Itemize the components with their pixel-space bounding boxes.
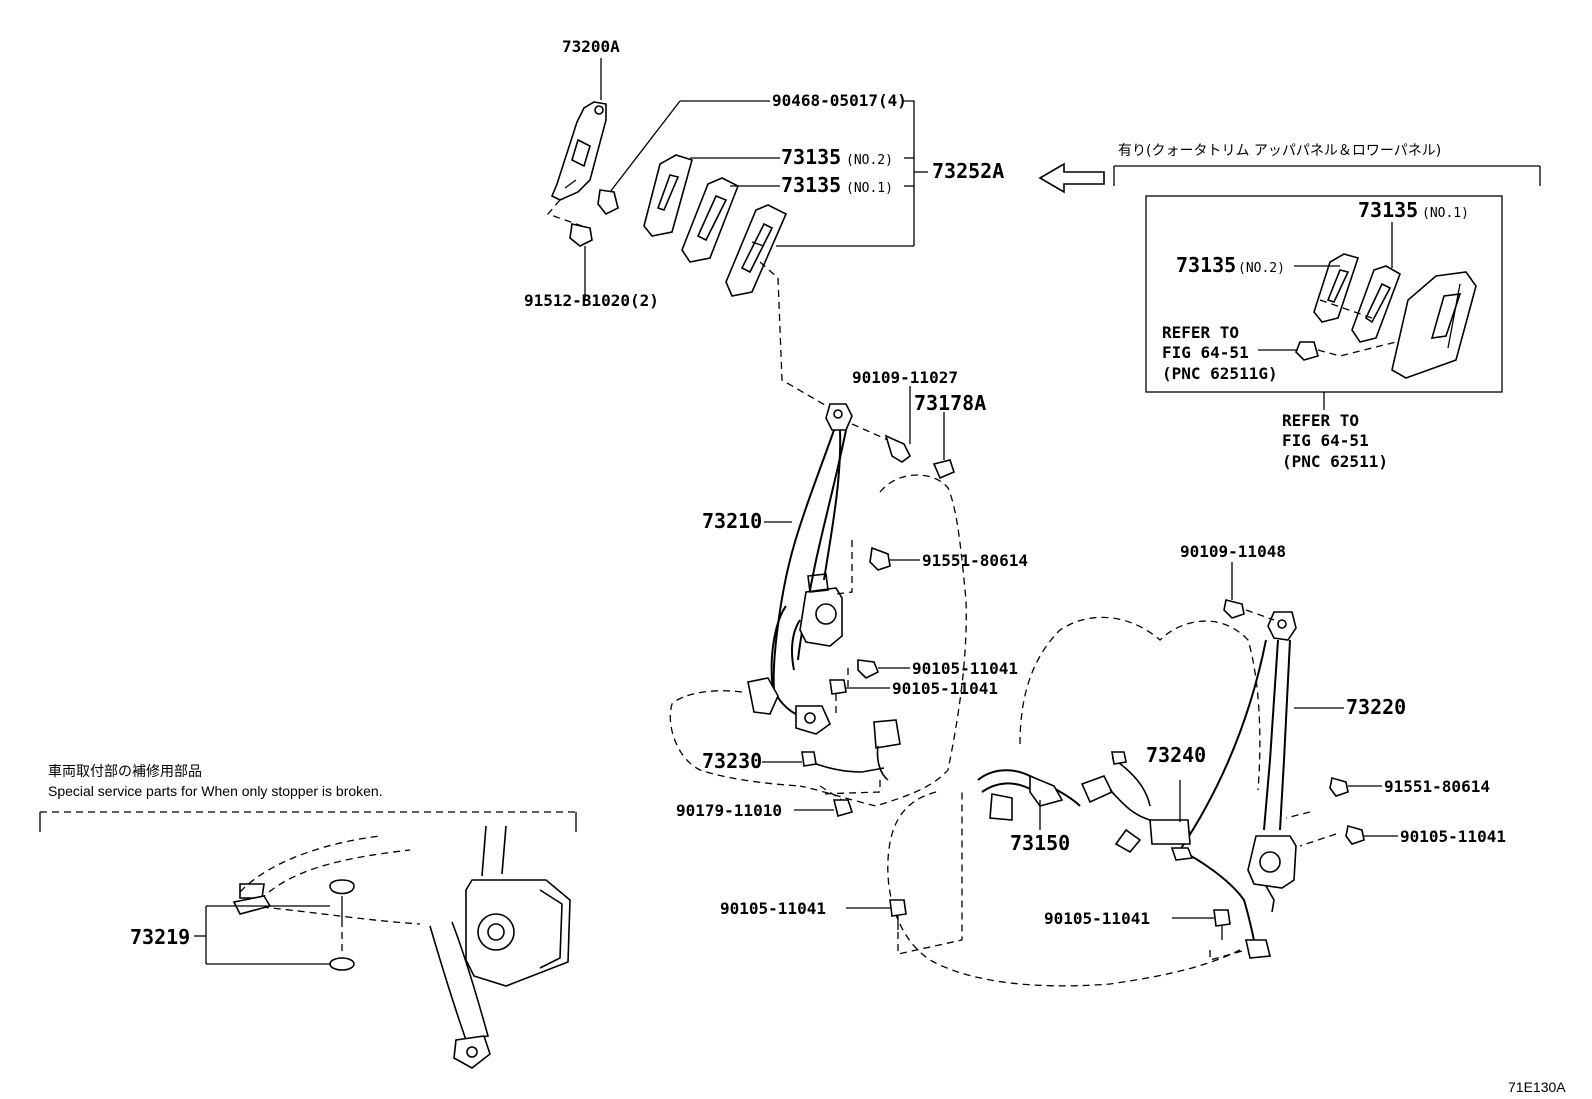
label-73220: 73220 <box>1346 695 1406 719</box>
refer-inner-line1: REFER TO <box>1162 323 1239 342</box>
stopper-73178a <box>932 412 955 480</box>
bolt-90109-11027 <box>884 386 912 463</box>
label-73219: 73219 <box>130 925 190 949</box>
inset-clip <box>1295 341 1319 361</box>
nut-90179-11010 <box>794 799 854 817</box>
service-note-jp: 車両取付部の補修用部品 <box>48 763 202 780</box>
buckle-73230 <box>762 719 901 781</box>
arrow-left-icon <box>1038 162 1105 194</box>
detail-stopper-assembly <box>232 825 571 1069</box>
bracket-73252a <box>904 100 915 246</box>
service-bracket <box>39 811 577 832</box>
label-90109-11027: 90109-11027 <box>852 368 958 387</box>
service-note-en: Special service parts for When only stop… <box>48 783 383 799</box>
refer-inner-line3: (PNC 62511G) <box>1162 364 1278 383</box>
label-90109-11048: 90109-11048 <box>1180 542 1286 561</box>
rear-seat-back-outline <box>1019 616 1261 791</box>
inset-note: 有り(クォータトリム アッパパネル＆ロワーパネル) <box>1118 143 1441 159</box>
bolt-90105-11041-d <box>1172 909 1231 940</box>
buckle-73240 <box>1080 751 1191 854</box>
suffix-no1-box: (NO.1) <box>1422 206 1469 221</box>
label-90179-11010: 90179-11010 <box>676 801 782 820</box>
label-73135-no1-top: 73135 <box>781 173 841 197</box>
bolt-90105-11041-a <box>857 659 910 679</box>
rear-seat-cushion-outline <box>887 791 1241 987</box>
seat-back-outline <box>799 474 967 807</box>
bolt-91551-80614-left <box>869 546 920 571</box>
label-90105-11041-c: 90105-11041 <box>720 899 826 918</box>
label-73230: 73230 <box>702 749 762 773</box>
pillar-cover-top <box>725 204 788 297</box>
label-90105-11041-b: 90105-11041 <box>892 679 998 698</box>
refer-outer-line3: (PNC 62511) <box>1282 452 1388 471</box>
bolt-91551-80614-right <box>1329 776 1382 797</box>
suffix-no2-box: (NO.2) <box>1238 261 1285 276</box>
bolt-90109-11048 <box>1223 562 1245 619</box>
anchor-plate-73200a <box>550 58 607 201</box>
label-90105-11041-d: 90105-11041 <box>1044 909 1150 928</box>
refer-outer-line1: REFER TO <box>1282 411 1359 430</box>
label-73135-no2-box: 73135 <box>1176 253 1236 277</box>
label-90468-05017: 90468-05017(4) <box>772 91 907 110</box>
figure-code: 71E130A <box>1508 1079 1566 1095</box>
label-73135-no2-top: 73135 <box>781 145 841 169</box>
bolt-90105-11041-c <box>846 899 907 930</box>
label-73200a: 73200A <box>562 37 620 56</box>
belt-73210 <box>747 403 853 735</box>
label-90105-11041-a: 90105-11041 <box>912 659 1018 678</box>
garnish-73135-no1-top <box>681 177 780 263</box>
garnish-73135-no2-top <box>643 154 780 237</box>
clip-90468-05017 <box>597 100 770 216</box>
label-73150: 73150 <box>1010 831 1070 855</box>
label-73135-no1-box: 73135 <box>1358 198 1418 222</box>
bolt-91512-b1020 <box>569 223 593 300</box>
refer-outer-line2: FIG 64-51 <box>1282 431 1369 450</box>
label-91551-80614-left: 91551-80614 <box>922 551 1028 570</box>
inset-garnish-no2 <box>1313 253 1360 323</box>
label-73252a: 73252A <box>932 159 1004 183</box>
bolt-90105-11041-b <box>829 679 890 695</box>
label-73210: 73210 <box>702 509 762 533</box>
dash-cover-to-anchor <box>759 261 831 409</box>
suffix-no1-top: (NO.1) <box>846 181 893 196</box>
inset-garnish-no1 <box>1351 265 1401 343</box>
label-90105-11041-e: 90105-11041 <box>1400 827 1506 846</box>
leader-73200a-bolt <box>546 199 583 227</box>
seat-cushion-outline-left <box>669 690 801 787</box>
bolt-90105-11041-e <box>1345 824 1398 845</box>
inset-bracket <box>1113 165 1541 186</box>
label-73240: 73240 <box>1146 743 1206 767</box>
label-91512-b1020: 91512-B1020(2) <box>524 291 659 310</box>
inset-quarter-trim-panel <box>1391 271 1477 379</box>
label-91551-80614-right: 91551-80614 <box>1384 777 1490 796</box>
bracket-73219 <box>194 905 330 965</box>
label-73178a: 73178A <box>914 391 986 415</box>
belt-73220 <box>1170 611 1297 959</box>
suffix-no2-top: (NO.2) <box>846 153 893 168</box>
refer-inner-line2: FIG 64-51 <box>1162 343 1249 362</box>
belt-73150 <box>977 769 1081 830</box>
